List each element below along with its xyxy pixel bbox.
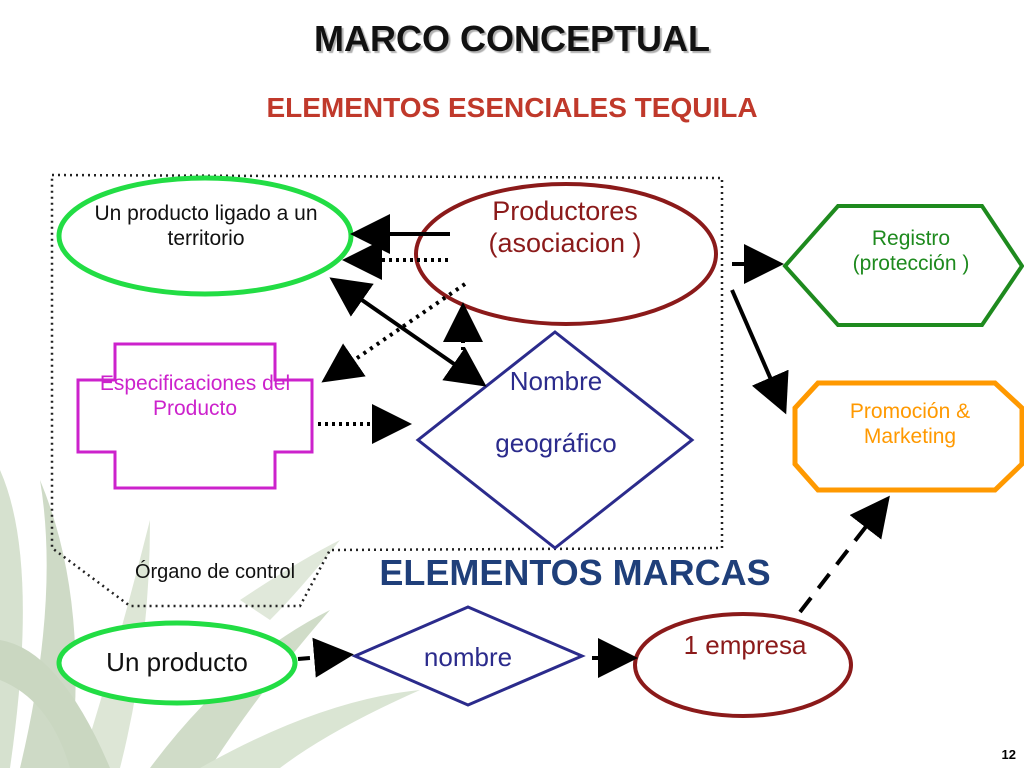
dashed-arrow-un-producto-to-nombre (297, 637, 354, 678)
node-registro-label: Registro (protección ) (852, 227, 970, 275)
slide-number: 12 (1001, 747, 1016, 762)
node-producto-territorio-label: Un producto ligado a un territorio (94, 202, 318, 250)
node-empresa-label: 1 empresa (683, 630, 807, 660)
dotted-container (50, 173, 724, 608)
node-un-producto-label: Un producto (106, 647, 248, 677)
registro-shape (782, 204, 1024, 327)
agave-leaves-decoration (0, 470, 420, 768)
node-promocion-label: Promoción & Marketing (849, 400, 971, 448)
node-organo-control-label: Órgano de control (134, 561, 296, 583)
slide-subtitle: ELEMENTOS ESENCIALES TEQUILA (266, 92, 758, 123)
dotted-arrow-productores-to-especificaciones (321, 282, 467, 383)
node-nombre-geografico-line2: geográfico (495, 428, 617, 458)
double-arrow-territorio-nombre (329, 277, 487, 387)
un-producto-shape (56, 620, 298, 706)
productores-shape (414, 182, 718, 326)
slide-title: MARCO CONCEPTUAL (314, 18, 710, 59)
arrow-to-promocion (730, 289, 789, 415)
dashed-arrow-empresa-to-promocion (798, 495, 890, 614)
nombre-shape (351, 605, 586, 707)
especificaciones-shape (76, 342, 314, 490)
node-productores-label: Productores (asociacion ) (488, 196, 642, 258)
node-especificaciones-label: Especificaciones del Producto (99, 372, 291, 420)
section-title-elementos-marcas: ELEMENTOS MARCAS (379, 552, 771, 593)
node-nombre-label: nombre (423, 642, 513, 672)
node-nombre-geografico-line1: Nombre (509, 366, 603, 396)
promocion-shape (792, 380, 1024, 493)
